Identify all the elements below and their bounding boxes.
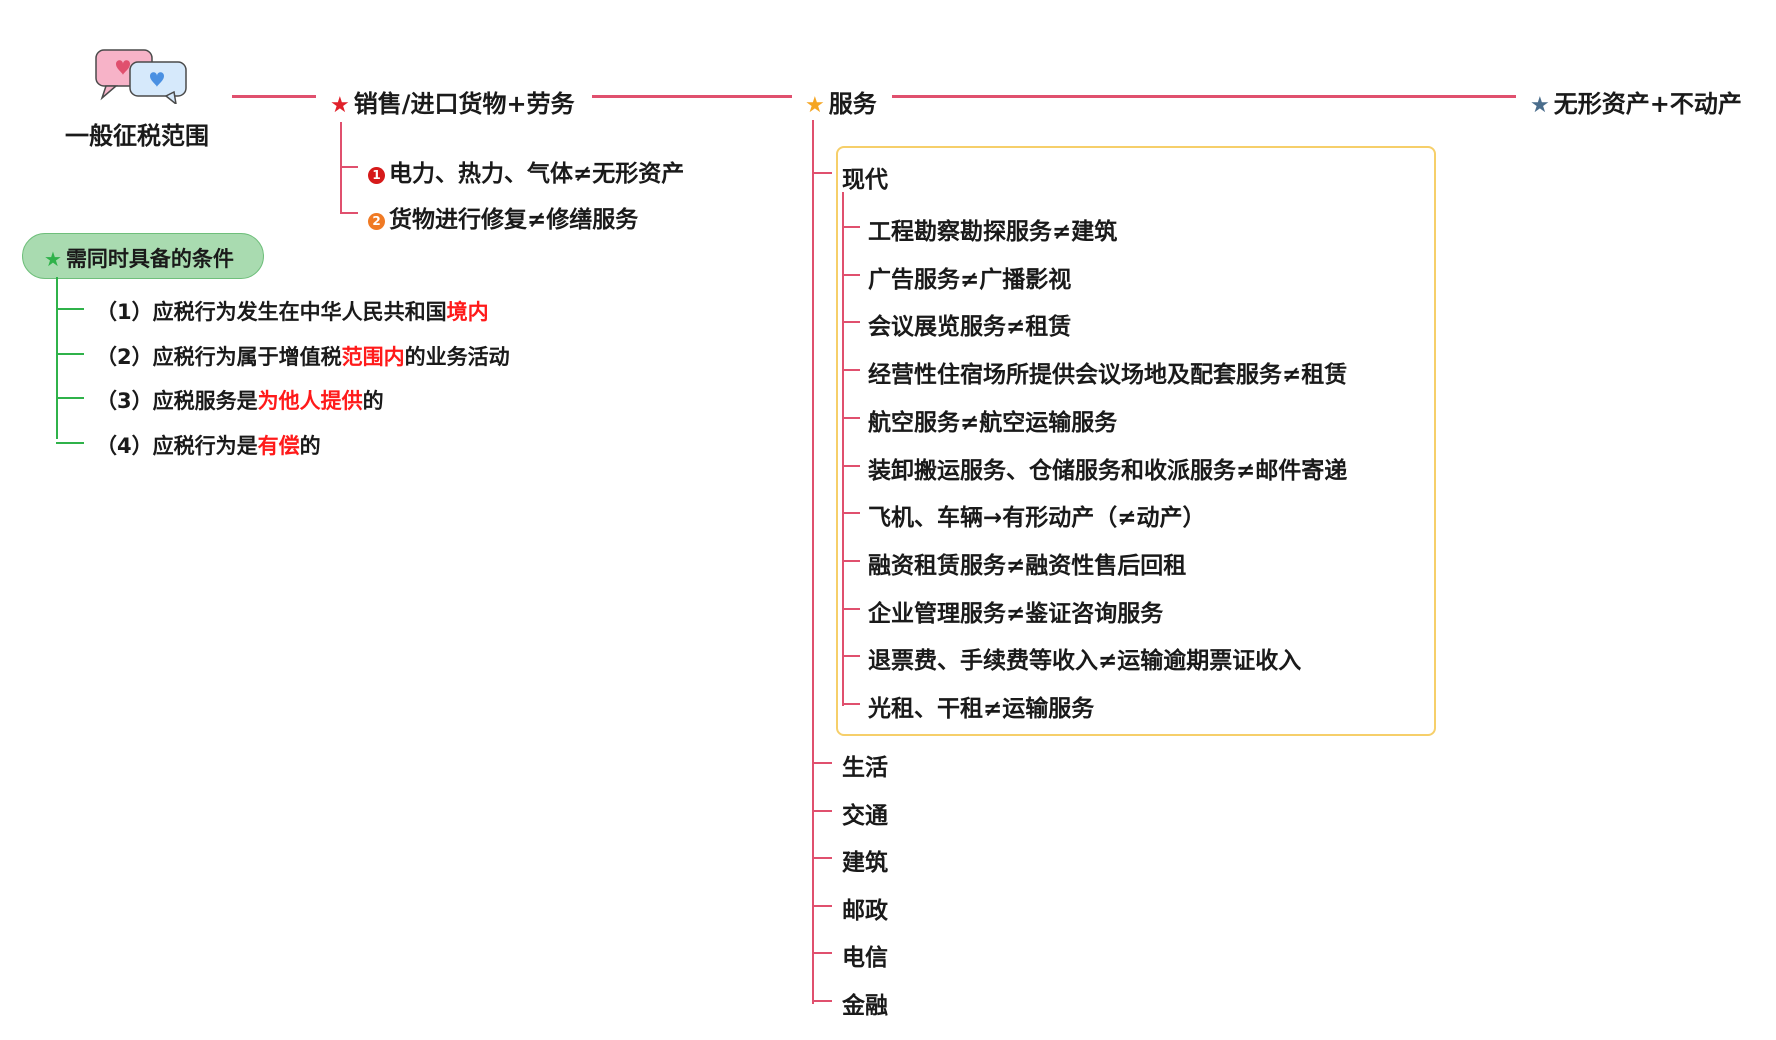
connector [812, 904, 832, 907]
connector [842, 512, 860, 515]
condition-text: 的 [299, 433, 321, 458]
modern-item: 会议展览服务≠租赁 [868, 314, 1072, 341]
services-modern-label: 现代 [842, 167, 888, 193]
condition-text: （4）应税行为是 [96, 433, 258, 458]
connector [842, 464, 860, 467]
sales-item-label: 电力、热力、气体≠无形资产 [389, 161, 685, 187]
connector [812, 762, 832, 764]
condition-item: （2）应税行为属于增值税范围内的业务活动 [96, 341, 510, 371]
condition-item: （1）应税行为发生在中华人民共和国境内 [96, 296, 489, 326]
modern-item: 装卸搬运服务、仓储服务和收派服务≠邮件寄递 [868, 457, 1348, 484]
connector [812, 120, 814, 1004]
connector [842, 416, 860, 419]
branch-sales-label: 销售/进口货物+劳务 [353, 90, 575, 118]
connector [340, 122, 342, 214]
condition-highlight: 为他人提供 [257, 389, 363, 413]
modern-item: 经营性住宿场所提供会议场地及配套服务≠租赁 [868, 362, 1348, 389]
modern-item: 工程勘察勘探服务≠建筑 [868, 219, 1118, 245]
condition-item: （4）应税行为是有偿的 [96, 430, 321, 460]
services-item: 交通 [842, 802, 888, 829]
connector [812, 857, 832, 859]
services-item: 金融 [842, 992, 888, 1019]
connector [812, 172, 832, 174]
star-icon: ★ [330, 93, 350, 118]
connector [56, 397, 84, 399]
connector [812, 952, 832, 954]
star-icon: ★ [805, 93, 825, 118]
conditions-title-label: 需同时具备的条件 [65, 247, 234, 271]
condition-highlight: 范围内 [341, 344, 405, 369]
modern-item: 企业管理服务≠鉴证咨询服务 [868, 600, 1164, 627]
services-item: 建筑 [842, 850, 888, 876]
connector [842, 607, 860, 610]
connector [842, 703, 860, 705]
branch-services-label: 服务 [828, 90, 877, 118]
condition-text: 的业务活动 [404, 344, 510, 369]
condition-text: （2）应税行为属于增值税 [96, 344, 342, 369]
connector [842, 321, 860, 324]
condition-highlight: 境内 [446, 300, 489, 324]
star-icon: ★ [44, 247, 62, 271]
condition-text: （3）应税服务是 [96, 389, 258, 413]
modern-group-box [836, 146, 1436, 736]
connector [812, 999, 832, 1002]
badge-1: 1 [368, 167, 385, 184]
services-item: 邮政 [842, 897, 888, 924]
connector [892, 95, 1516, 98]
connector [340, 212, 358, 214]
modern-item: 航空服务≠航空运输服务 [868, 409, 1118, 436]
conditions-title-pill [22, 233, 264, 279]
conditions-title: ★需同时具备的条件 [44, 243, 234, 273]
connector [56, 352, 84, 355]
connector [592, 95, 792, 98]
connector [56, 277, 58, 439]
condition-item: （3）应税服务是为他人提供的 [96, 385, 384, 415]
modern-item: 广告服务≠广播影视 [868, 266, 1072, 293]
connector [842, 192, 844, 706]
modern-item: 融资租赁服务≠融资性售后回租 [868, 552, 1187, 579]
condition-text: （1）应税行为发生在中华人民共和国 [96, 300, 447, 324]
connector [56, 308, 84, 310]
badge-2: 2 [368, 213, 385, 230]
chat-bubbles-icon [92, 48, 192, 106]
connector [842, 273, 860, 276]
modern-item: 退票费、手续费等收入≠运输逾期票证收入 [868, 648, 1302, 675]
connector [56, 441, 84, 444]
modern-item: 光租、干租≠运输服务 [868, 696, 1095, 722]
condition-text: 的 [362, 389, 384, 413]
condition-highlight: 有偿 [257, 433, 300, 458]
connector [842, 369, 860, 372]
branch-intangible-label: 无形资产+不动产 [1553, 90, 1742, 118]
connector [812, 809, 832, 812]
connector [842, 559, 860, 562]
connector [842, 655, 860, 658]
connector [340, 166, 358, 168]
star-icon: ★ [1530, 93, 1550, 118]
sales-item-label: 货物进行修复≠修缮服务 [389, 207, 639, 233]
branch-intangible: ★无形资产+不动产 [1530, 84, 1742, 119]
connector [842, 226, 860, 228]
connector [232, 95, 316, 98]
branch-services: ★服务 [805, 84, 877, 119]
services-item: 电信 [842, 945, 888, 971]
services-item: 生活 [842, 755, 888, 781]
modern-item: 飞机、车辆→有形动产（≠动产） [868, 505, 1206, 532]
root-label: 一般征税范围 [65, 122, 209, 150]
branch-sales: ★销售/进口货物+劳务 [330, 84, 575, 119]
